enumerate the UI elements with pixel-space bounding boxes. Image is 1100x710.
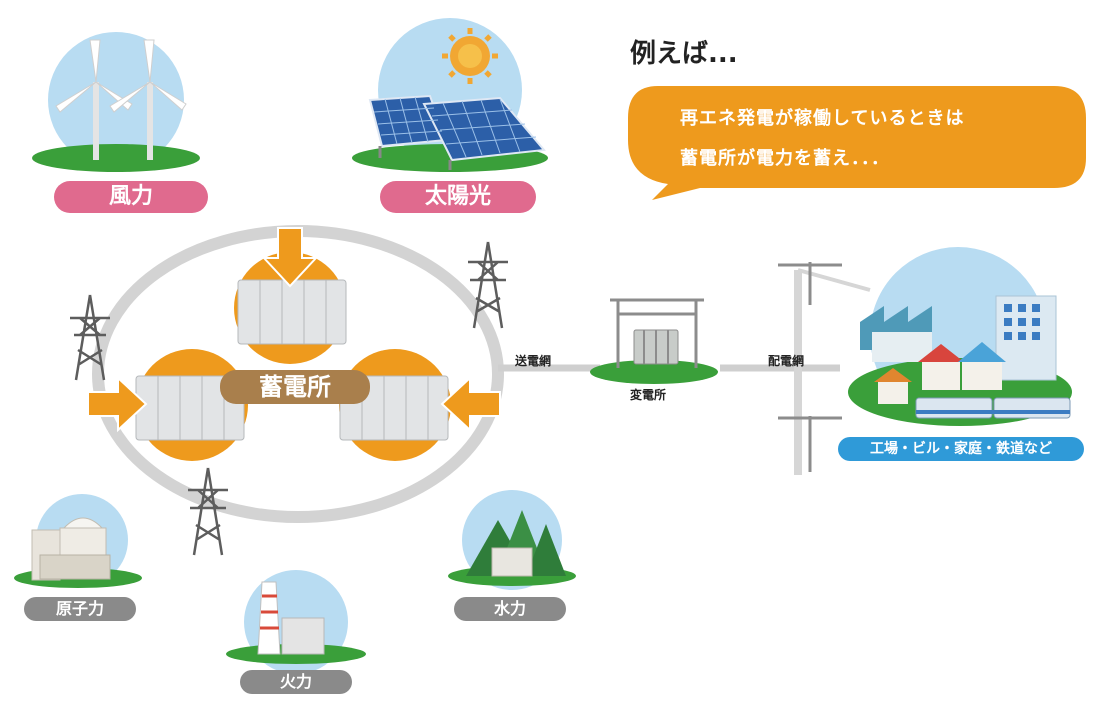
storage-cluster-left bbox=[87, 349, 248, 461]
nuclear-label: 原子力 bbox=[24, 597, 136, 621]
wind-farm bbox=[32, 32, 200, 172]
solar-panel-icon bbox=[368, 94, 546, 170]
thermal-label: 火力 bbox=[240, 670, 352, 694]
solar-label: 太陽光 bbox=[380, 181, 536, 213]
wind-turbine-icon bbox=[55, 39, 187, 113]
distribution-label: 配電網 bbox=[768, 354, 805, 368]
pylon-icon bbox=[70, 241, 508, 556]
transmission-label: 送電網 bbox=[515, 354, 552, 368]
wind-label: 風力 bbox=[54, 181, 208, 213]
consumers-label: 工場・ビル・家庭・鉄道など bbox=[838, 437, 1084, 461]
thermal-plant bbox=[226, 570, 366, 674]
right-arrow-icon bbox=[87, 375, 148, 433]
callout-line-1: 再エネ発電が稼働しているときは bbox=[680, 108, 965, 129]
hydro-plant bbox=[448, 490, 576, 590]
utility-pole-icon bbox=[778, 262, 842, 472]
solar-farm bbox=[352, 18, 548, 172]
nuclear-plant bbox=[14, 494, 142, 588]
left-arrow-icon bbox=[440, 375, 501, 433]
storage-cluster-top bbox=[234, 227, 347, 364]
substation-label: 変電所 bbox=[630, 388, 667, 402]
callout-line-2: 蓄電所が電力を蓄え．．． bbox=[680, 148, 890, 169]
hydro-label: 水力 bbox=[454, 597, 566, 621]
sun-icon bbox=[442, 28, 498, 84]
storage-label: 蓄電所 bbox=[220, 370, 370, 404]
down-arrow-icon bbox=[261, 227, 319, 288]
city-scene bbox=[848, 247, 1072, 426]
substation bbox=[590, 298, 718, 384]
callout-heading: 例えば... bbox=[630, 39, 738, 69]
callout-bubble bbox=[628, 86, 1086, 200]
